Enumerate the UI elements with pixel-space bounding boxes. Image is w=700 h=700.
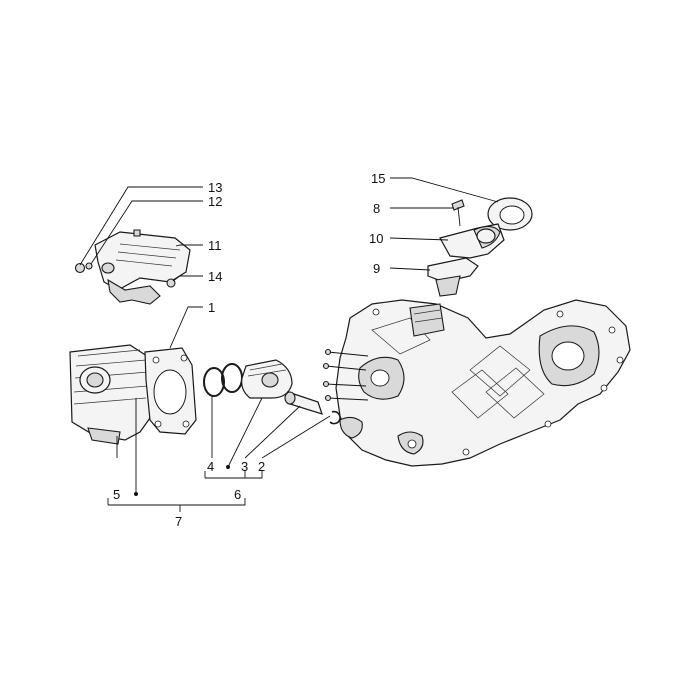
small-stud	[133, 229, 141, 237]
callout-9: 9	[373, 261, 380, 276]
cylinder	[69, 344, 151, 445]
callout-12: 12	[208, 194, 222, 209]
intake-manifold	[439, 223, 505, 259]
leader-lines	[79, 177, 499, 512]
intake-sleeve	[487, 197, 533, 231]
callout-6: 6	[234, 487, 241, 502]
callout-2: 2	[258, 459, 265, 474]
callout-11: 11	[208, 238, 222, 253]
crankcase	[335, 299, 631, 467]
reed-valve	[427, 257, 479, 297]
cylinder-gasket	[144, 347, 197, 435]
piston-pin	[284, 391, 323, 415]
piston	[241, 359, 293, 399]
callout-15: 15	[371, 171, 385, 186]
callout-8: 8	[373, 201, 380, 216]
circlip	[329, 410, 341, 425]
callout-10: 10	[369, 231, 383, 246]
callout-7: 7	[175, 514, 182, 529]
piston-ring-2	[221, 363, 243, 393]
callout-5: 5	[113, 487, 120, 502]
cylinder-head-cover	[94, 231, 191, 305]
callout-1: 1	[208, 300, 215, 315]
callout-4: 4	[207, 459, 214, 474]
piston-ring-1	[203, 367, 225, 397]
callout-13: 13	[208, 180, 222, 195]
marker-dots	[134, 465, 230, 496]
screw	[451, 199, 465, 227]
cover-bolt	[74, 262, 93, 274]
callout-3: 3	[241, 459, 248, 474]
callout-14: 14	[208, 269, 222, 284]
cylinder-studs	[322, 348, 369, 402]
